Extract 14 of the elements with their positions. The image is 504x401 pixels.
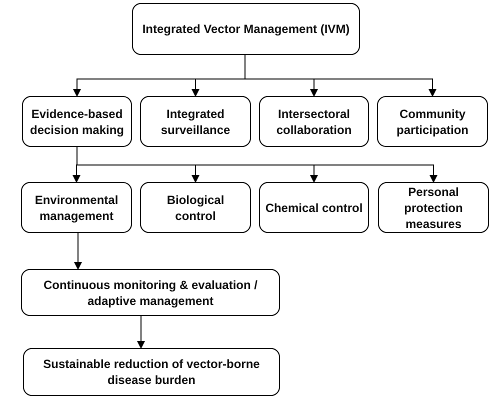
arrow (137, 316, 145, 349)
arrow (244, 54, 436, 97)
process-box: Environmental management (21, 182, 132, 233)
process-box: Evidence-based decision making (22, 96, 132, 147)
process-box: Integrated surveillance (140, 96, 251, 147)
process-box: Community participation (377, 96, 488, 147)
process-box: Integrated Vector Management (IVM) (132, 3, 360, 55)
process-box: Personal protection measures (378, 182, 489, 233)
process-box: Continuous monitoring & evaluation / adaptive management (21, 269, 280, 316)
arrow (74, 232, 82, 270)
process-box: Chemical control (259, 182, 369, 233)
process-box: Sustainable reduction of vector-borne disease burden (23, 348, 280, 396)
process-box: Intersectoral collaboration (259, 96, 369, 147)
process-box: Biological control (140, 182, 251, 233)
